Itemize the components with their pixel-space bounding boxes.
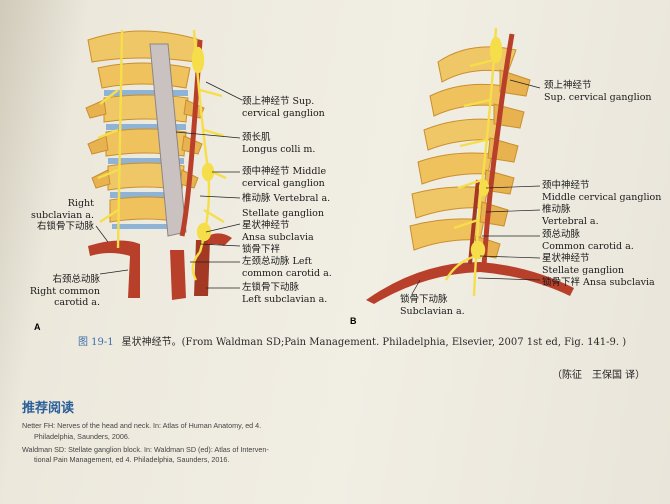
label-text: 椎动脉 Vertebral a. bbox=[242, 193, 331, 204]
label-text: Ansa subclavia bbox=[242, 232, 314, 243]
label-text: Longus colli m. bbox=[242, 143, 316, 155]
figure-caption: 图 19-1 星状神经节。(From Waldman SD;Pain Manage… bbox=[78, 333, 626, 348]
reference-line: Netter FH: Nerves of the head and neck. … bbox=[22, 421, 262, 430]
label-text: 左锁骨下动脉 bbox=[242, 282, 300, 293]
label-text: 颈长肌 bbox=[242, 132, 271, 143]
reference-item: Netter FH: Nerves of the head and neck. … bbox=[22, 421, 352, 443]
label-text: 颈中神经节 bbox=[542, 180, 590, 191]
label-text: cervical ganglion bbox=[242, 177, 325, 189]
label-text: common carotid a. bbox=[242, 267, 332, 279]
label-a-stellate-ganglion: Stellate ganglion 星状神经节 bbox=[242, 208, 324, 231]
label-b-subclavian: 锁骨下动脉 Subclavian a. bbox=[400, 294, 465, 317]
reference-list: Netter FH: Nerves of the head and neck. … bbox=[22, 421, 352, 468]
sympathetic-chain-b bbox=[444, 27, 503, 297]
label-a-ansa-subclavia: Ansa subclavia 锁骨下袢 bbox=[242, 232, 314, 255]
longus-colli-muscle bbox=[149, 43, 187, 237]
label-a-left-subclavian: 左锁骨下动脉 Left subclavian a. bbox=[242, 282, 327, 305]
label-text: Stellate ganglion bbox=[242, 208, 325, 219]
label-text: Sup. cervical ganglion bbox=[544, 91, 652, 103]
leader-lines-b bbox=[411, 79, 541, 295]
label-text: Middle cervical ganglion bbox=[542, 191, 662, 203]
leader-lines-a bbox=[95, 81, 243, 289]
label-text: 锁骨下袢 bbox=[242, 243, 281, 255]
label-text: Right common bbox=[29, 285, 100, 297]
label-text: 颈中神经节 Middle bbox=[242, 166, 327, 177]
label-text: 锁骨下袢 Ansa subclavia bbox=[542, 277, 655, 288]
label-text: 颈上神经节 Sup. bbox=[242, 96, 315, 107]
label-b-vertebral-artery: 椎动脉 Vertebral a. bbox=[542, 204, 599, 227]
label-text: 左颈总动脉 Left bbox=[242, 256, 312, 267]
label-b-stellate-ganglion: 星状神经节 Stellate ganglion bbox=[542, 253, 624, 276]
label-text: 锁骨下动脉 bbox=[400, 294, 448, 305]
label-a-right-subclavian: Right subclavian a. 右锁骨下动脉 bbox=[28, 198, 94, 233]
label-text: Common carotid a. bbox=[542, 240, 634, 252]
label-b-middle-cervical-ganglion: 颈中神经节 Middle cervical ganglion bbox=[542, 180, 661, 203]
panel-b-letter: B bbox=[350, 316, 357, 326]
reference-line: Waldman SD: Stellate ganglion block. In:… bbox=[22, 444, 269, 454]
label-a-vertebral-artery: 椎动脉 Vertebral a. bbox=[242, 193, 330, 205]
label-text: 颈总动脉 bbox=[542, 229, 581, 240]
reference-line: tional Pain Management, ed 4. Philadelph… bbox=[34, 455, 230, 465]
label-text: Right bbox=[67, 198, 94, 209]
label-text: Vertebral a. bbox=[542, 215, 599, 227]
label-text: 颈上神经节 bbox=[544, 80, 592, 91]
label-text: cervical ganglion bbox=[242, 107, 325, 119]
label-text: 右颈总动脉 bbox=[52, 274, 100, 285]
label-a-right-common-carotid: 右颈总动脉 Right common carotid a. bbox=[28, 274, 100, 309]
sympathetic-chain-a bbox=[97, 29, 227, 281]
panel-b-illustration bbox=[366, 27, 574, 304]
reference-line: Philadelphia, Saunders, 2006. bbox=[34, 431, 130, 441]
reference-item: Waldman SD: Stellate ganglion block. In:… bbox=[22, 445, 352, 467]
label-text: carotid a. bbox=[54, 297, 100, 308]
panel-a-letter: A bbox=[34, 322, 41, 332]
label-b-ansa-subclavia: 锁骨下袢 Ansa subclavia bbox=[542, 277, 655, 289]
label-text: 椎动脉 bbox=[542, 204, 571, 215]
recommended-reading-title: 推荐阅读 bbox=[22, 401, 75, 416]
label-text: 星状神经节 bbox=[242, 219, 290, 231]
panel-a-illustration bbox=[85, 29, 243, 300]
label-b-common-carotid: 颈总动脉 Common carotid a. bbox=[542, 229, 634, 252]
label-a-middle-cervical-ganglion: 颈中神经节 Middle cervical ganglion bbox=[242, 166, 326, 189]
label-a-longus-colli: 颈长肌 Longus colli m. bbox=[242, 132, 315, 155]
label-text: subclavian a. bbox=[31, 209, 94, 221]
label-b-sup-cervical-ganglion: 颈上神经节 Sup. cervical ganglion bbox=[544, 80, 652, 103]
caption-text: 星状神经节。(From Waldman SD;Pain Management. … bbox=[121, 337, 627, 348]
label-text: 星状神经节 bbox=[542, 253, 590, 264]
label-text: Stellate ganglion bbox=[542, 264, 625, 276]
label-text: Left subclavian a. bbox=[242, 293, 328, 305]
label-text: 右锁骨下动脉 bbox=[36, 221, 94, 232]
label-a-left-common-carotid: 左颈总动脉 Left common carotid a. bbox=[242, 256, 332, 279]
label-a-sup-cervical-ganglion: 颈上神经节 Sup. cervical ganglion bbox=[242, 96, 325, 119]
vertebral-column-b bbox=[409, 46, 531, 259]
label-text: Subclavian a. bbox=[400, 305, 465, 317]
figure-number: 图 19-1 bbox=[78, 337, 114, 348]
translator-credit: （陈征 王保国 译） bbox=[552, 370, 646, 381]
